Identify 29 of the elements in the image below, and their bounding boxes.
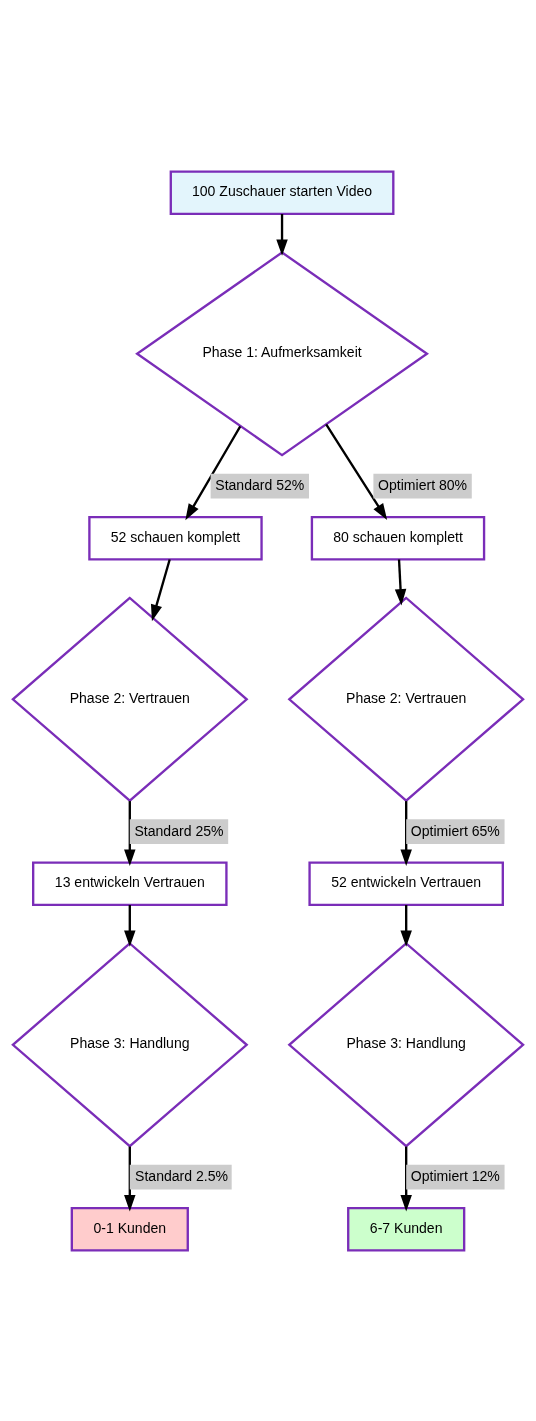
edge-label: Optimiert 12% <box>410 1167 500 1184</box>
node-box: 100 Zuschauer starten Video <box>169 170 395 215</box>
arrow <box>124 800 136 866</box>
node-diamond: Phase 3: Handlung <box>287 941 525 1148</box>
node-box: 6-7 Kunden <box>347 1206 466 1251</box>
arrow <box>394 558 407 606</box>
arrow <box>150 558 171 621</box>
arrow <box>276 213 288 256</box>
edge-label: Standard 52% <box>215 476 305 493</box>
edge-label: Standard 2.5% <box>135 1167 229 1184</box>
node-box: 0-1 Kunden <box>70 1206 189 1251</box>
node-box: 13 entwickeln Vertrauen <box>32 861 228 906</box>
node-diamond: Phase 2: Vertrauen <box>287 595 525 802</box>
arrow <box>400 800 412 866</box>
node-diamond: Phase 2: Vertrauen <box>11 595 249 802</box>
arrow <box>185 425 242 520</box>
node-box: 52 entwickeln Vertrauen <box>308 861 504 906</box>
edge-label: Optimiert 65% <box>410 822 500 839</box>
arrow <box>124 904 136 947</box>
arrow <box>400 904 412 947</box>
node-box: 80 schauen komplett <box>310 515 486 560</box>
node-diamond: Phase 3: Handlung <box>11 941 249 1148</box>
node-diamond: Phase 1: Aufmerksamkeit <box>135 250 430 457</box>
arrow <box>124 1146 136 1211</box>
edge-label: Optimiert 80% <box>378 476 468 493</box>
arrow <box>325 423 388 520</box>
node-box: 52 schauen komplett <box>88 515 263 560</box>
arrow <box>400 1146 412 1211</box>
edge-label: Standard 25% <box>134 822 224 839</box>
